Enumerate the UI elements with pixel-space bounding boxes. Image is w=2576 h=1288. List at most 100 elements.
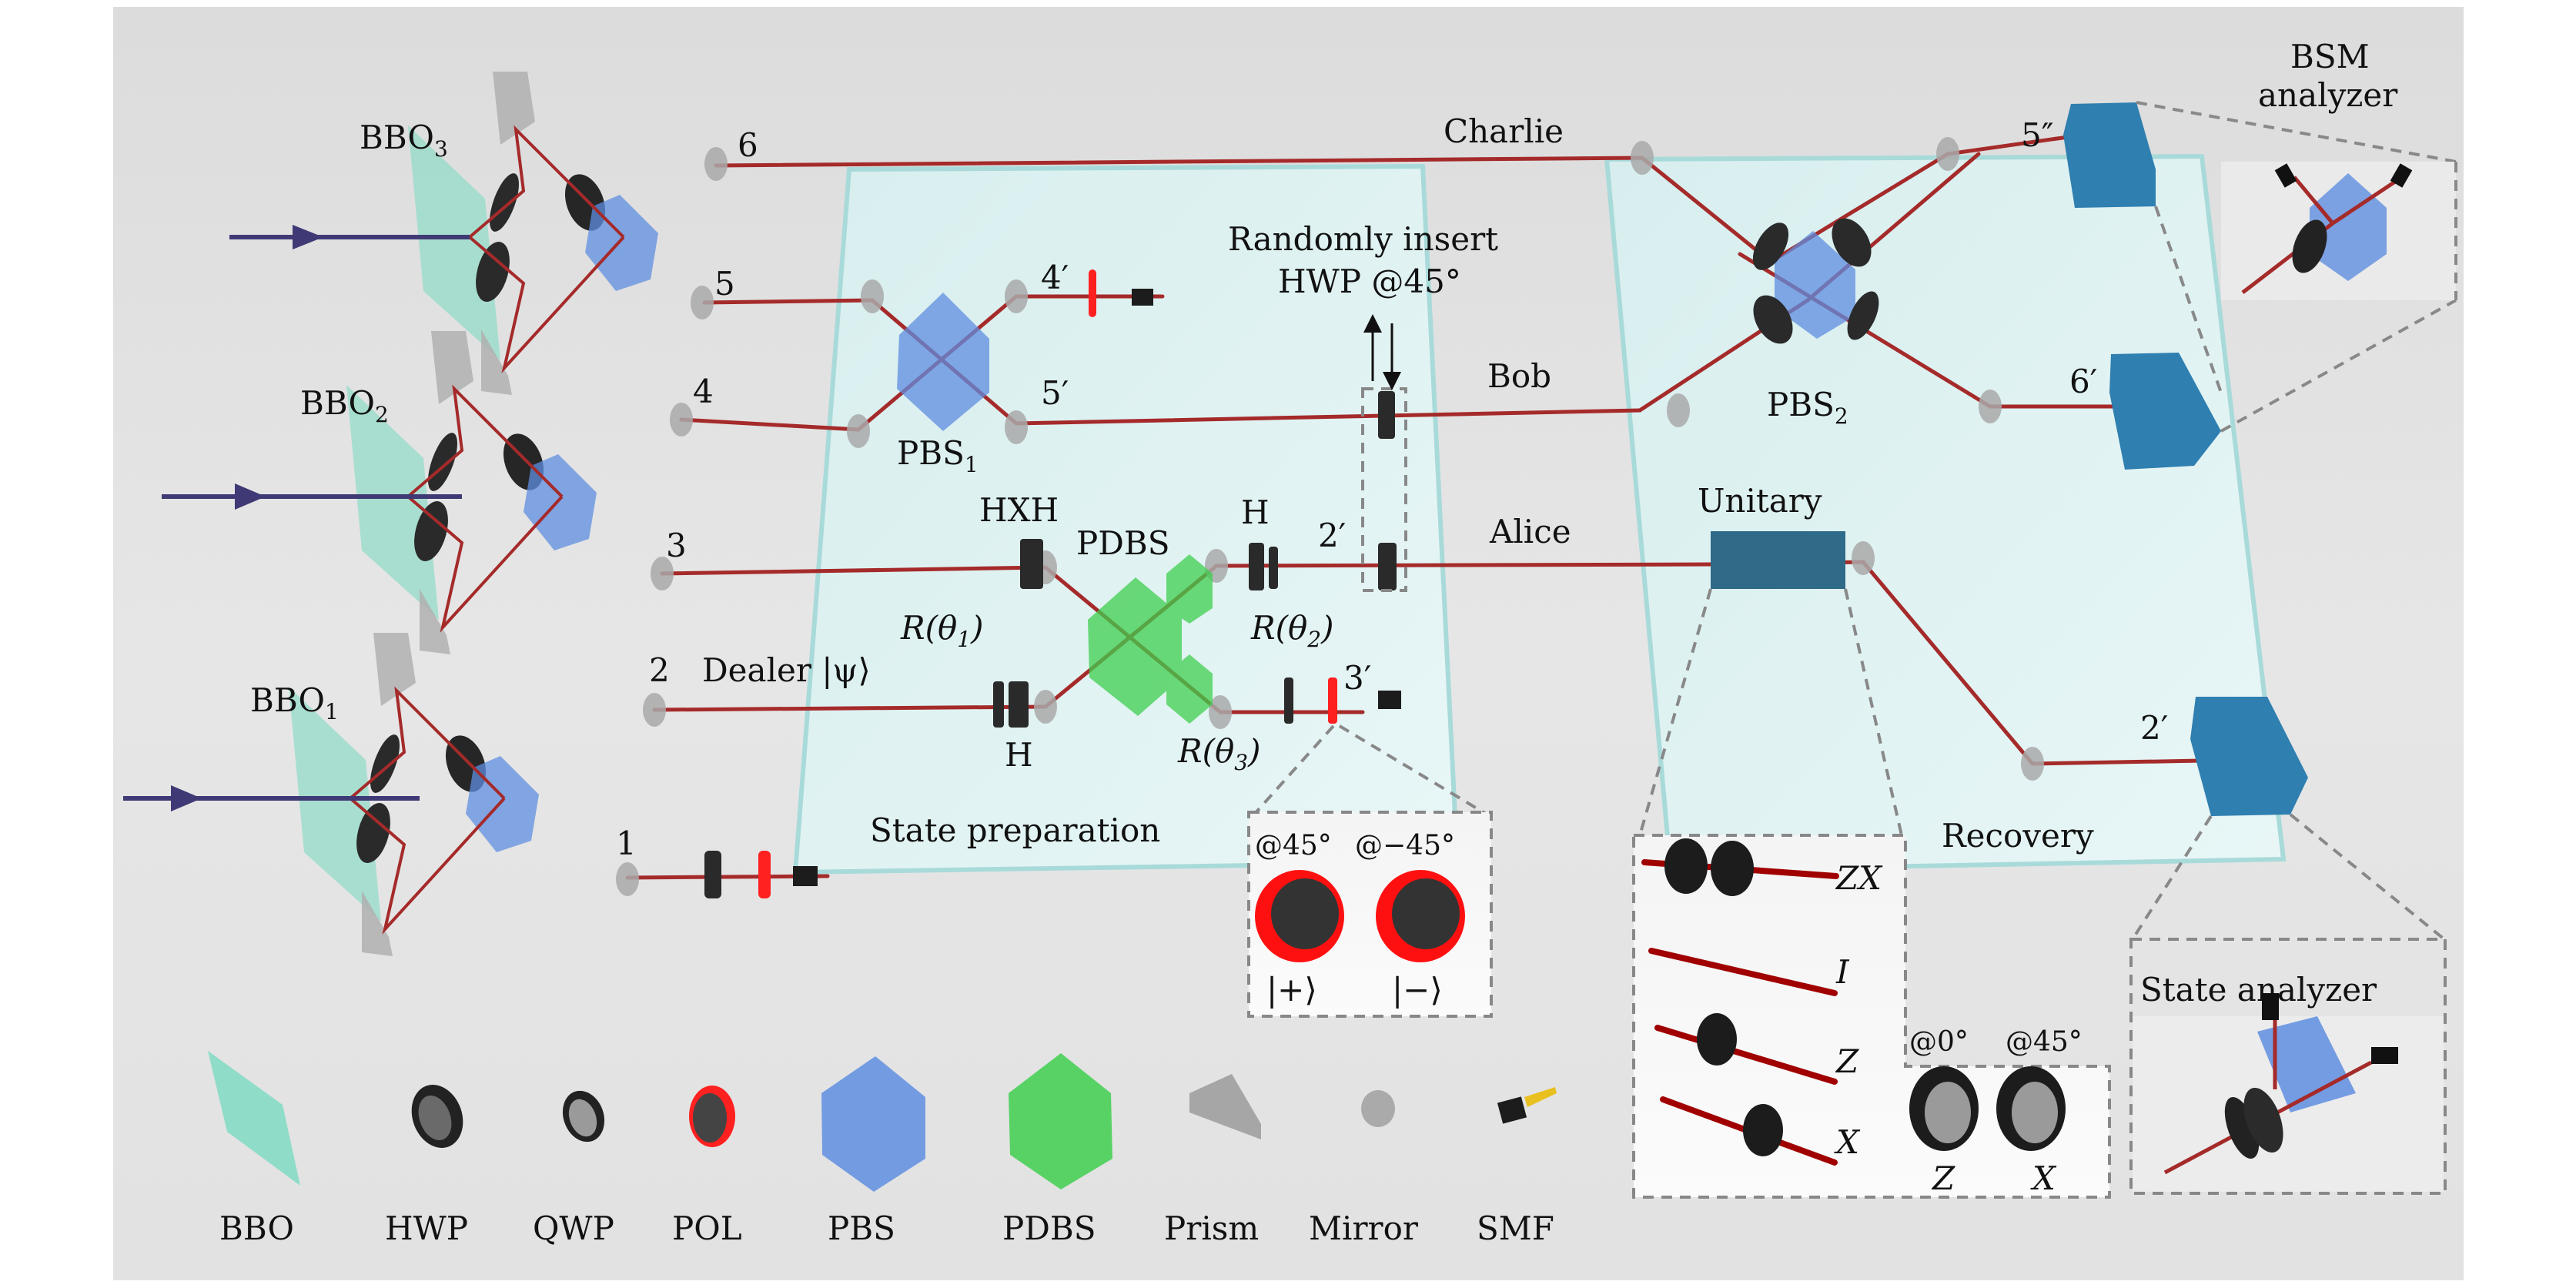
pbs-cube-icon — [821, 1056, 925, 1192]
bbo2-crystal — [346, 385, 439, 620]
fiber-coupler-icon — [1497, 1087, 1557, 1124]
hwp-x-icon — [1743, 1104, 1783, 1156]
bbo1-beam-lower — [349, 797, 506, 935]
op-i-label: I — [1835, 953, 1850, 991]
dealer-label: Dealer |ψ⟩ — [702, 651, 871, 689]
mirror-icon — [1852, 541, 1875, 575]
hwp-zx-1-icon — [1664, 838, 1708, 894]
legend-label-pdbs: PDBS — [1002, 1209, 1096, 1247]
port-5p-label: 5′ — [1041, 374, 1069, 412]
port-2-label: 2 — [649, 651, 670, 689]
bbo2-beam-lower — [406, 495, 564, 633]
charlie-label: Charlie — [1444, 112, 1564, 150]
port-5-label: 5 — [714, 265, 735, 303]
random-insert-line2: HWP @45° — [1278, 263, 1461, 300]
hwp-op-z-label: Z — [1931, 1159, 1955, 1197]
h-top-waveplate — [1249, 543, 1264, 590]
hwp-angle-45-label: @45° — [2006, 1026, 2083, 1058]
mirror-icon — [1936, 137, 1959, 171]
mirror-icon — [704, 147, 728, 181]
port-6p-label: 6′ — [2069, 363, 2097, 400]
beam-5 — [702, 298, 875, 305]
bbo2-prism-bottom — [420, 589, 450, 654]
unitary-box — [1711, 531, 1845, 589]
bbo3-prism-bottom — [481, 330, 512, 395]
op-z-label: Z — [1835, 1042, 1859, 1080]
port-6-label: 6 — [738, 126, 758, 164]
polarizer-inset — [1247, 724, 1493, 1018]
pol-3p — [1328, 677, 1337, 724]
unitary-inset — [1632, 588, 2111, 1199]
hwp-4p-polarizer — [1089, 269, 1096, 317]
bbo-crystal-icon — [208, 1051, 300, 1186]
bbo2-beam-upper — [406, 384, 564, 498]
unitary-i-beam — [1648, 948, 1838, 996]
mirror-icon — [847, 414, 870, 448]
pdbs-label: PDBS — [1076, 524, 1170, 562]
r2-waveplate — [1269, 547, 1278, 589]
mirror-icon — [1631, 141, 1654, 175]
bbo2-prism-top — [431, 331, 473, 404]
mirror-icon — [861, 279, 884, 313]
port-2p-recovery-label: 2′ — [2140, 709, 2168, 747]
state-analyzer-box-2p — [2190, 697, 2308, 816]
port-3p-label: 3′ — [1343, 659, 1371, 697]
pbs1-cube — [897, 293, 989, 431]
random-insert-line1: Randomly insert — [1228, 220, 1498, 258]
pump-arrow-icons — [171, 225, 323, 811]
mirror-icon — [2021, 747, 2044, 781]
mirror-group — [616, 137, 2044, 896]
hwp-z-icon — [1697, 1013, 1737, 1066]
hwp-op-x-label: X — [2030, 1159, 2057, 1197]
bsm-analyzer-line2: analyzer — [2258, 76, 2398, 114]
bsm-box-5pp — [2063, 102, 2156, 208]
pbs2-label: PBS2 — [1767, 386, 1848, 429]
r-theta2-label: R(θ2) — [1250, 609, 1334, 652]
bbo2-label: BBO2 — [300, 384, 389, 427]
op-zx-label: ZX — [1835, 859, 1883, 897]
unitary-label: Unitary — [1698, 482, 1822, 520]
unitary-z-beam — [1654, 1025, 1838, 1085]
r-theta1-label: R(θ1) — [900, 609, 984, 652]
port-3-label: 3 — [666, 527, 687, 564]
pbs2-cube — [1775, 231, 1855, 339]
bbo3-hwp-upper — [490, 173, 519, 232]
mirror-icon — [616, 862, 639, 896]
pdbs-cube — [1088, 554, 1213, 724]
r3-waveplate — [1284, 677, 1293, 724]
beam-2-dealer — [652, 704, 1048, 712]
bbo3-beam-lower — [468, 236, 625, 373]
mirror-icon — [1209, 695, 1232, 729]
recovery-title: Recovery — [1942, 817, 2094, 855]
legend-label-smf: SMF — [1477, 1209, 1554, 1247]
analyzer-boxes — [1711, 102, 2308, 816]
legend-label-prism: Prism — [1164, 1209, 1259, 1247]
bbo2-hwp-lower — [414, 501, 448, 561]
text-labels: BBO3 BBO2 BBO1 6 5 4 3 2 1 Charlie Bob A… — [219, 38, 2398, 1247]
bbo1-prism-bottom — [362, 891, 393, 956]
port-2p-label: 2′ — [1318, 517, 1346, 554]
mirror-icon — [1034, 690, 1057, 724]
state-analyzer-label: State analyzer — [2140, 971, 2377, 1009]
bbo3-hwp-lower — [476, 242, 510, 302]
hwp-zx-2-icon — [1711, 841, 1754, 896]
r-theta3-label: R(θ3) — [1177, 732, 1261, 775]
hwp-random-insert — [1378, 391, 1395, 439]
mirror-icon — [651, 557, 674, 590]
state-preparation-title: State preparation — [870, 811, 1160, 849]
bbo1-label: BBO1 — [250, 681, 339, 724]
pol-inset-angle-right: @−45° — [1355, 830, 1455, 861]
mirror-icon — [670, 403, 693, 437]
bbo1-hwp-lower — [356, 803, 390, 863]
alice-hwp — [1378, 543, 1397, 590]
legend-icons — [208, 1051, 1557, 1192]
bbo3-beam-upper — [468, 125, 625, 239]
h-top-label: H — [1241, 493, 1270, 531]
legend-label-mirror: Mirror — [1309, 1209, 1419, 1247]
bob-label: Bob — [1487, 357, 1551, 395]
port-4-label: 4 — [693, 373, 714, 410]
bbo1-hwp-upper — [370, 734, 400, 793]
mirror-icon — [691, 286, 714, 319]
op-x-label: X — [1834, 1123, 1861, 1161]
port-4p-label: 4′ — [1041, 259, 1069, 296]
